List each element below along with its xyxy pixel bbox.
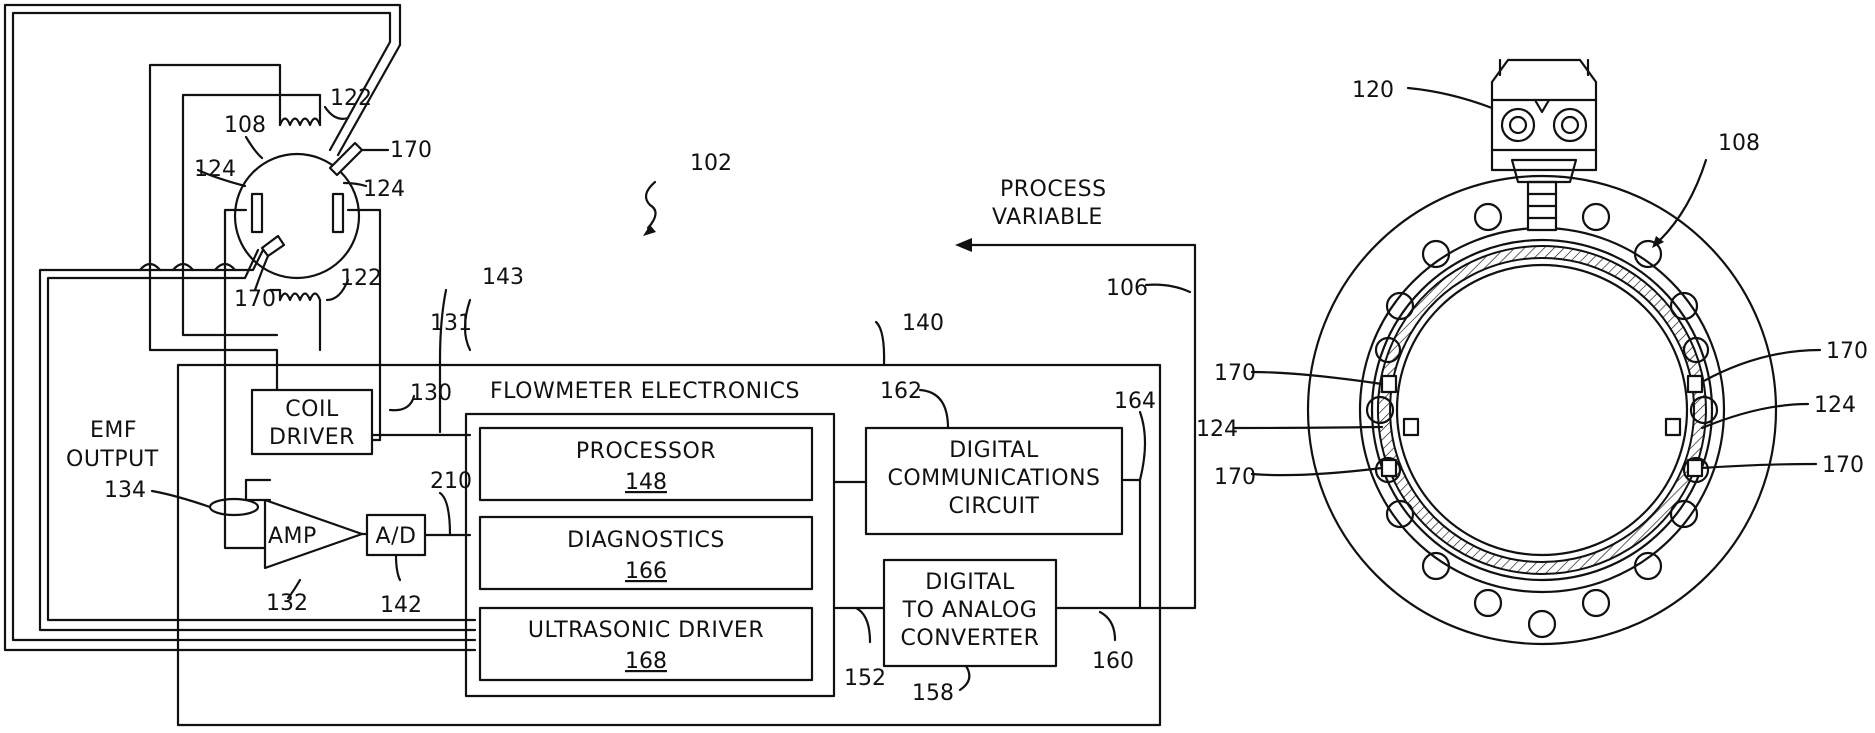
flowtube-flange-view: 120 108 170 124 170 170 124 170	[1196, 60, 1868, 644]
dac-label-3: CONVERTER	[901, 626, 1040, 651]
ref-140: 140	[902, 311, 944, 336]
ref-124-fl: 124	[1196, 417, 1238, 442]
ref-102: 102	[690, 151, 732, 176]
processor-block: PROCESSOR 148	[480, 428, 812, 500]
ref-143: 143	[482, 265, 524, 290]
ultrasonic-label: ULTRASONIC DRIVER	[528, 618, 764, 643]
ref-122-top: 122	[330, 86, 372, 111]
electrode-wiring	[225, 210, 380, 548]
transmitter-head	[1492, 60, 1596, 182]
bore	[1397, 265, 1687, 555]
amp-label: AMP	[268, 524, 317, 549]
diagnostics-ref: 166	[625, 559, 667, 584]
processor-ref: 148	[625, 470, 667, 495]
coil-driver-label-1: COIL	[285, 397, 339, 422]
ref-120: 120	[1352, 78, 1394, 103]
transmitter-stem	[1528, 182, 1556, 230]
digcomm-label-1: DIGITAL	[949, 438, 1039, 463]
electrode-right	[333, 194, 343, 232]
digital-comm-block: DIGITAL COMMUNICATIONS CIRCUIT	[866, 428, 1122, 534]
ref-210: 210	[430, 469, 472, 494]
diagnostics-block: DIAGNOSTICS 166	[480, 517, 812, 589]
ref-132: 132	[266, 591, 308, 616]
ref-124-fr: 124	[1814, 393, 1856, 418]
ref-106: 106	[1106, 276, 1148, 301]
ref-162: 162	[880, 379, 922, 404]
process-variable-arrow	[955, 238, 972, 252]
ref-160: 160	[1092, 649, 1134, 674]
amplifier: AMP	[265, 500, 362, 568]
digcomm-label-3: CIRCUIT	[949, 494, 1040, 519]
ref-170-fl1: 170	[1214, 361, 1256, 386]
electronics-label: FLOWMETER ELECTRONICS	[490, 379, 800, 404]
dac-label-2: TO ANALOG	[902, 598, 1038, 623]
digcomm-label-2: COMMUNICATIONS	[887, 466, 1100, 491]
ref-164: 164	[1114, 389, 1156, 414]
ref-170-bot: 170	[234, 287, 276, 312]
processor-label: PROCESSOR	[576, 439, 716, 464]
emf-label-2: OUTPUT	[66, 447, 159, 472]
dac-block: DIGITAL TO ANALOG CONVERTER	[884, 560, 1056, 666]
coil-driver-block: COIL DRIVER	[252, 390, 372, 454]
ref-170-fl2: 170	[1214, 465, 1256, 490]
ref-152: 152	[844, 666, 886, 691]
ultrasonic-driver-block: ULTRASONIC DRIVER 168	[480, 608, 812, 680]
ref-158: 158	[912, 681, 954, 706]
emf-output-loop	[210, 499, 258, 515]
ref-108-right: 108	[1718, 131, 1760, 156]
ref-122-bot: 122	[340, 266, 382, 291]
ref-170-fr1: 170	[1826, 339, 1868, 364]
ref-130: 130	[410, 381, 452, 406]
process-label-2: VARIABLE	[992, 205, 1103, 230]
coil-top	[280, 119, 320, 126]
process-label-1: PROCESS	[1000, 177, 1107, 202]
liner-hatch	[1378, 246, 1706, 574]
pipe-wall-inner	[1372, 240, 1712, 580]
ultrasonic-ref: 168	[625, 649, 667, 674]
pipe-wall-outer	[1360, 228, 1724, 592]
transducer-top	[330, 143, 362, 175]
electrode-left	[252, 194, 262, 232]
coil-bottom	[280, 294, 320, 301]
ref-170-fr2: 170	[1822, 453, 1864, 478]
ad-converter-block: A/D	[367, 515, 425, 555]
ref-134: 134	[104, 478, 146, 503]
ref-124-left: 124	[194, 157, 236, 182]
dac-label-1: DIGITAL	[925, 570, 1015, 595]
ref-170-top: 170	[390, 138, 432, 163]
ref-108-left: 108	[224, 113, 266, 138]
emf-label-1: EMF	[90, 418, 137, 443]
ad-label: A/D	[376, 524, 417, 549]
transducer-bottom	[262, 236, 284, 256]
ref-124-right: 124	[363, 177, 405, 202]
coil-driver-label-2: DRIVER	[269, 425, 355, 450]
diagnostics-label: DIAGNOSTICS	[567, 528, 725, 553]
flange-electrodes	[1382, 376, 1702, 476]
ref-142: 142	[380, 593, 422, 618]
ref-131: 131	[430, 311, 472, 336]
